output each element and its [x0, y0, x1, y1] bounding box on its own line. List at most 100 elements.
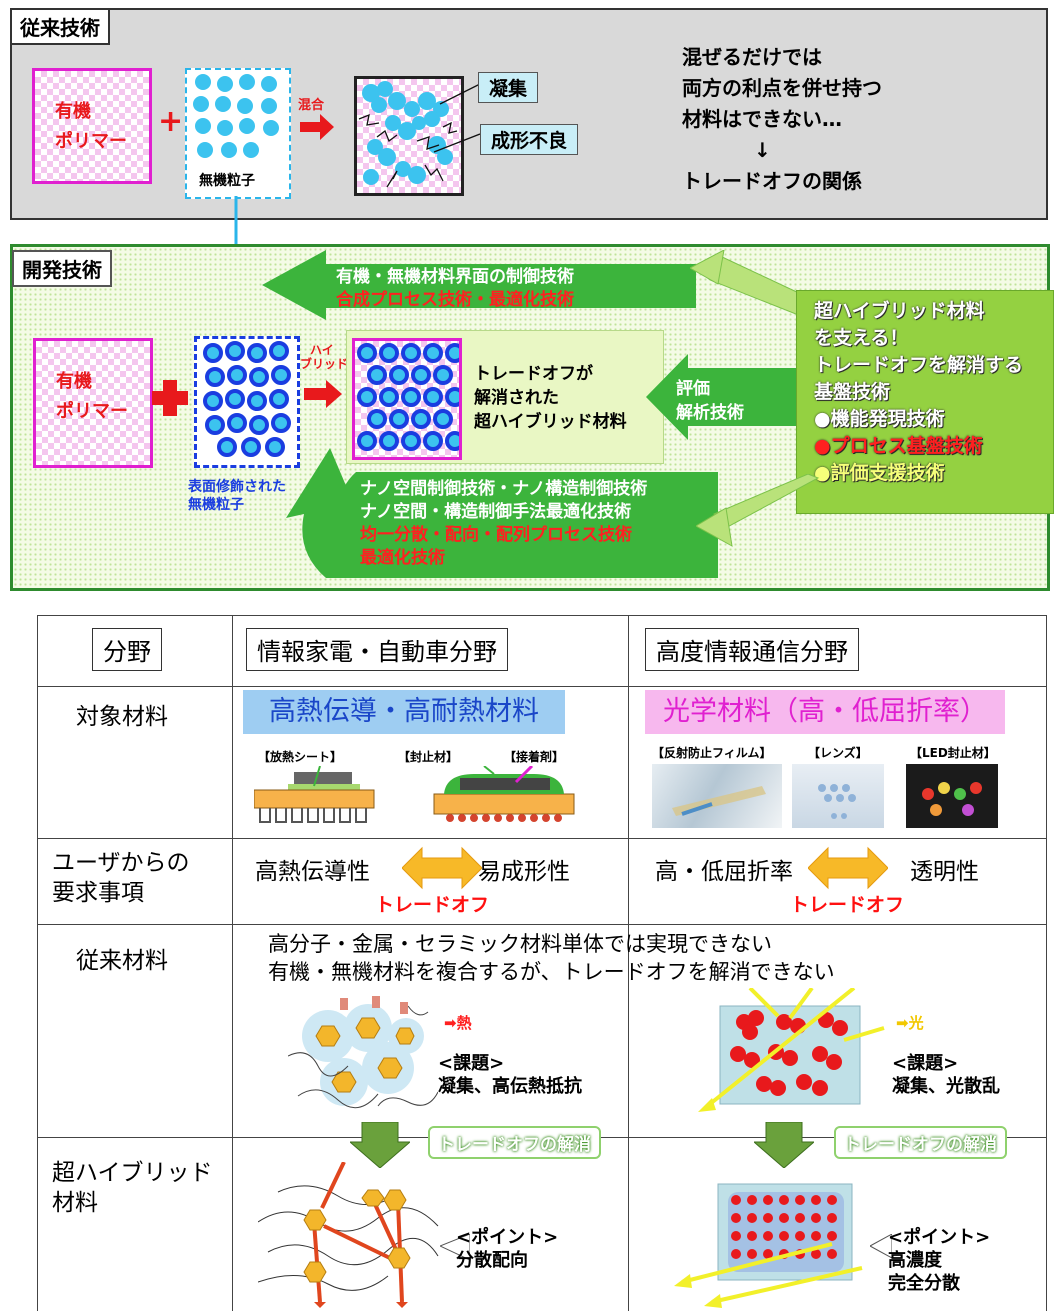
col2-point: <ポイント> 高濃度 完全分散 — [888, 1226, 990, 1295]
result-line1: トレードオフが — [474, 364, 593, 384]
inorganic-particles-box: 無機粒子 — [185, 68, 291, 199]
top-green-arrow-icon — [262, 250, 696, 320]
mix-arrow-icon — [300, 114, 334, 140]
base-item3: ●評価支援技術 — [814, 462, 945, 484]
hybrid-label-row-line1: 超ハイブリッド — [52, 1160, 213, 1186]
result-line3: 超ハイブリッド材料 — [474, 412, 627, 432]
row-conventional-label: 従来材料 — [76, 948, 168, 974]
col1-label-adhesive: 【接着剤】 — [504, 750, 565, 764]
result-line2: 解消された — [474, 388, 559, 408]
led-graphic — [922, 782, 982, 816]
col1-label-sheet: 【放熱シート】 — [258, 750, 343, 764]
eval-arrow-icon — [646, 354, 796, 440]
hybrid-label-line1: ハイ — [310, 343, 334, 357]
base-item1: ●機能発現技術 — [814, 408, 945, 430]
bottom-arrow-line1: ナノ空間制御技術・ナノ構造制御技術 — [360, 479, 648, 499]
col1-point-text: 分散配向 — [456, 1250, 528, 1271]
top-arrow-line1: 有機・無機材料界面の制御技術 — [336, 267, 574, 287]
surface-particles-label: 表面修飾された 無機粒子 — [188, 478, 286, 514]
col1-issue-title: <課題> — [438, 1053, 505, 1074]
col2-point-title: <ポイント> — [888, 1227, 991, 1248]
dev-polymer-line2: ポリマー — [56, 401, 128, 422]
col2-tradeoff: トレードオフ — [790, 894, 905, 916]
col1-point: <ポイント> 分散配向 — [456, 1226, 558, 1272]
req-label-line2: 要求事項 — [52, 880, 144, 906]
row-target-label: 対象材料 — [76, 704, 168, 730]
polymer-line1: 有機 — [55, 101, 91, 122]
row-requirement-label: ユーザからの 要求事項 — [52, 848, 190, 908]
base-line2: を支える！ — [814, 327, 909, 349]
eval-arrow-text: 評価 解析技術 — [676, 377, 744, 425]
dev-polymer-line1: 有機 — [56, 371, 92, 392]
row-divider — [38, 924, 1046, 925]
result-text: トレードオフが 解消された 超ハイブリッド材料 — [474, 362, 627, 434]
hybrid-material-graphic — [357, 343, 465, 451]
aggregated-mixture-box — [354, 76, 464, 196]
heat-aggregate-graphic — [288, 996, 438, 1109]
col2-label-film: 【反射防止フィルム】 — [652, 746, 772, 760]
bottom-slant-arrow-icon — [696, 474, 820, 547]
top-arrow-text: 有機・無機材料界面の制御技術 合成プロセス技術・最適化技術 — [336, 266, 574, 312]
dev-plus-icon — [152, 380, 188, 416]
row-hybrid-label: 超ハイブリッド 材料 — [52, 1158, 213, 1218]
surface-label-line1: 表面修飾された — [188, 479, 286, 495]
top-arrow-line2: 合成プロセス技術・最適化技術 — [336, 290, 574, 310]
col1-issue: <課題> 凝集、高伝熱抵抗 — [438, 1052, 582, 1098]
col2-point-text1: 高濃度 — [888, 1250, 942, 1271]
col2-label-lens: 【レンズ】 — [808, 746, 868, 760]
col1-issue-text: 凝集、高伝熱抵抗 — [438, 1076, 582, 1097]
light-label: ➡光 — [896, 1014, 924, 1032]
film-graphic — [672, 786, 766, 816]
col1-resolve-pill: トレードオフの解消 — [428, 1126, 601, 1159]
col1-material: 高熱伝導・高耐熱材料 — [243, 690, 565, 734]
col2-material: 光学材料（高・低屈折率） — [645, 690, 1005, 734]
bottom-arrow-line2: ナノ空間・構造制御手法最適化技術 — [360, 502, 632, 522]
hybrid-label-row-line2: 材料 — [52, 1190, 98, 1216]
eval-line1: 評価 — [676, 379, 710, 399]
base-tech-text: 超ハイブリッド材料 を支える！ トレードオフを解消する 基盤技術 ●機能発現技術… — [814, 298, 1023, 487]
mix-label: 混合 — [298, 98, 325, 113]
col2-point-text2: 完全分散 — [888, 1273, 960, 1294]
row-divider — [38, 838, 1046, 839]
base-line4: 基盤技術 — [814, 381, 891, 403]
lens-graphic — [818, 784, 856, 819]
col1-tradeoff-arrow-icon — [402, 846, 482, 890]
eval-line2: 解析技術 — [676, 403, 744, 423]
particles-graphic — [193, 74, 279, 158]
col2-resolve-arrow-icon — [754, 1122, 814, 1168]
col-divider — [628, 616, 629, 1311]
col2-issue-text: 凝集、光散乱 — [892, 1076, 1000, 1097]
organic-polymer-box: 有機 ポリマー — [32, 68, 152, 184]
hybrid-label: ハイ ブリッド — [300, 343, 348, 371]
col2-resolve-pill: トレードオフの解消 — [834, 1126, 1007, 1159]
col2-issue-title: <課題> — [892, 1053, 959, 1074]
col2-tradeoff-arrow-icon — [808, 846, 888, 890]
heat-label: ➡熱 — [444, 1014, 472, 1032]
light-aggregate-graphic — [698, 988, 885, 1112]
point-pointer-col2 — [870, 1234, 892, 1258]
col2-req-left: 高・低屈折率 — [655, 859, 793, 885]
callout-lines — [433, 83, 480, 153]
conventional-text: 高分子・金属・セラミック材料単体では実現できない 有機・無機材料を複合するが、ト… — [268, 930, 835, 986]
inorganic-particles-label: 無機粒子 — [199, 173, 255, 189]
col2-header: 高度情報通信分野 — [645, 628, 859, 671]
surface-label-line2: 無機粒子 — [188, 497, 244, 513]
lens-image — [792, 764, 884, 828]
hybrid-arrow-icon — [304, 380, 342, 408]
col1-resolve-arrow-icon — [350, 1122, 410, 1168]
note-down-arrow: ↓ — [754, 138, 771, 162]
base-item2: ●プロセス基盤技術 — [814, 435, 983, 457]
note-line3: 材料はできない… — [682, 107, 842, 131]
development-tab: 開発技術 — [12, 250, 112, 287]
conventional-tab: 従来技術 — [10, 8, 110, 45]
aggregation-label: 凝集 — [478, 72, 539, 103]
col2-label-led: 【LED封止材】 — [910, 746, 996, 760]
conventional-tech-section — [10, 8, 1048, 220]
col-divider — [232, 616, 233, 1311]
col1-point-title: <ポイント> — [456, 1227, 559, 1248]
field-header: 分野 — [92, 628, 162, 671]
led-image — [906, 764, 998, 828]
note-line1: 混ぜるだけでは — [682, 45, 822, 69]
conv-text-line2: 有機・無機材料を複合するが、トレードオフを解消できない — [268, 960, 835, 984]
oriented-dispersion-graphic — [258, 1162, 439, 1308]
